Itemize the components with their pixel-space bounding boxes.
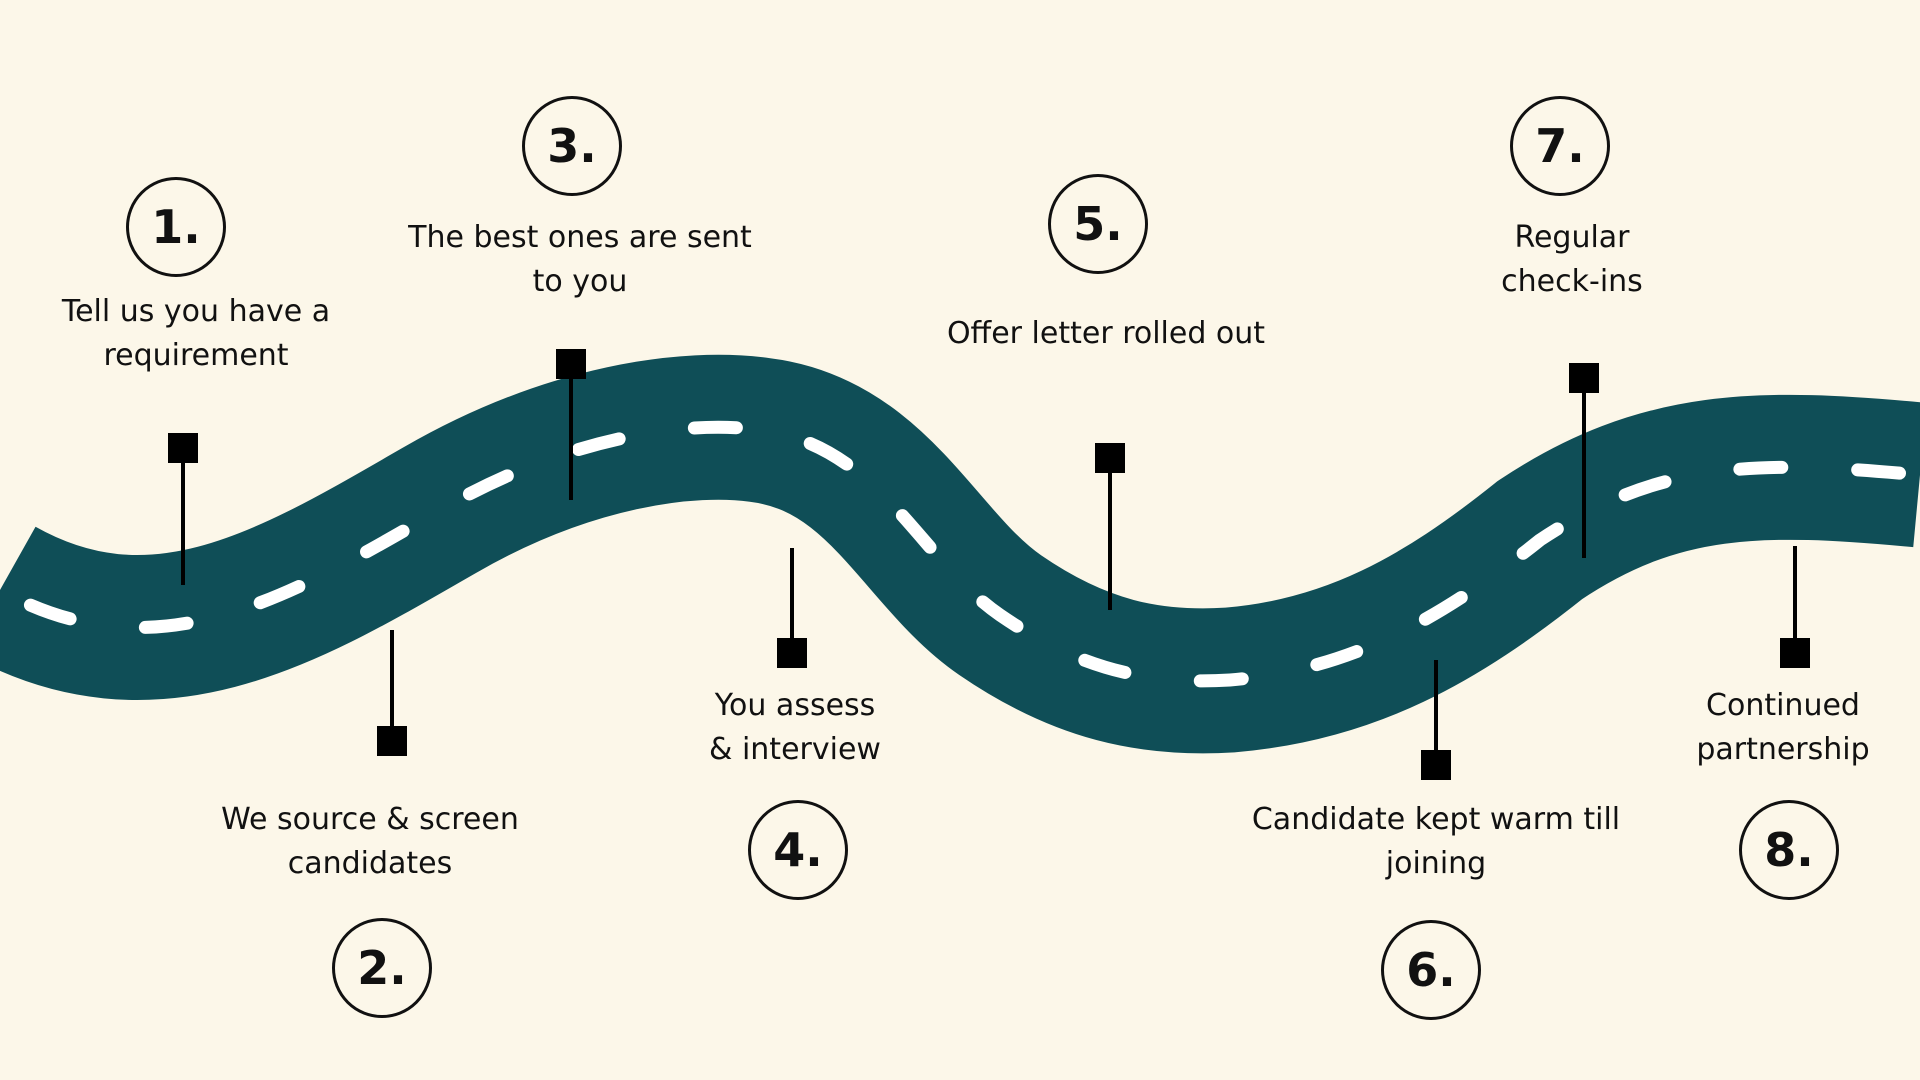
step-8-number: 8. [1739,800,1839,900]
step-6-connector [1434,660,1438,754]
step-8-marker [1780,638,1810,668]
lane-markings [0,420,1920,688]
step-6-number: 6. [1381,920,1481,1020]
step-1-number: 1. [126,177,226,277]
step-3-label: The best ones are sent to you [408,220,752,299]
step-3-connector [569,376,573,500]
step-8-label: Continued partnership [1696,688,1870,767]
step-3-marker [556,349,586,379]
road-path [0,354,1920,754]
step-6-marker [1421,750,1451,780]
step-5-label: Offer letter rolled out [946,316,1266,351]
step-2-connector [390,630,394,730]
step-8-connector [1793,546,1797,642]
step-7-connector [1582,390,1586,558]
step-5-marker [1095,443,1125,473]
step-7-number: 7. [1510,96,1610,196]
step-4-connector [790,548,794,642]
step-6-label: Candidate kept warm till joining [1251,802,1621,881]
step-4-marker [777,638,807,668]
step-5-number: 5. [1048,174,1148,274]
step-1-label: Tell us you have a requirement [61,294,331,373]
step-4-label: You assess & interview [709,688,881,767]
step-1-connector [181,460,185,585]
step-2-marker [377,726,407,756]
step-2-label: We source & screen candidates [221,802,519,881]
step-7-label: Regular check-ins [1501,220,1643,299]
step-1-marker [168,433,198,463]
step-3-number: 3. [522,96,622,196]
step-5-connector [1108,470,1112,610]
step-7-marker [1569,363,1599,393]
step-4-number: 4. [748,800,848,900]
step-2-number: 2. [332,918,432,1018]
